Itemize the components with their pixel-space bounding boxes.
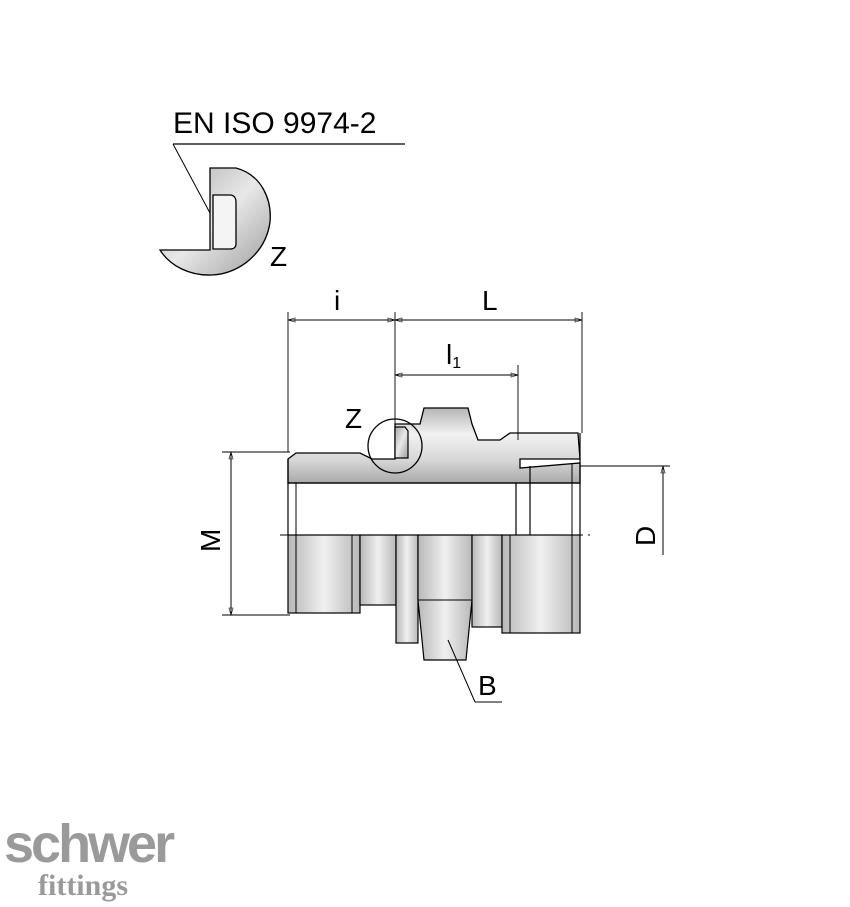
logo-tagline: fittings — [38, 869, 128, 902]
logo-name: schwer — [4, 814, 175, 874]
dim-L-label: L — [482, 285, 498, 316]
standard-title: EN ISO 9974-2 — [173, 107, 376, 140]
title-leader-line — [172, 143, 211, 214]
seal-in-groove — [394, 426, 409, 459]
dim-D-label: D — [630, 526, 661, 546]
fitting-lower-view — [287, 534, 581, 661]
detail-z-seal — [158, 167, 271, 276]
fitting-upper-section — [287, 407, 581, 535]
dim-M-label: M — [195, 529, 226, 552]
schwer-logo: schwer fittings — [4, 814, 178, 902]
detail-z-main-label: Z — [345, 403, 362, 434]
dim-B-leader — [447, 639, 476, 703]
dim-l1-label: l1 — [446, 339, 461, 372]
dim-i-label: i — [334, 285, 340, 316]
detail-z-label: Z — [270, 241, 287, 272]
dim-B-label: B — [478, 670, 497, 701]
